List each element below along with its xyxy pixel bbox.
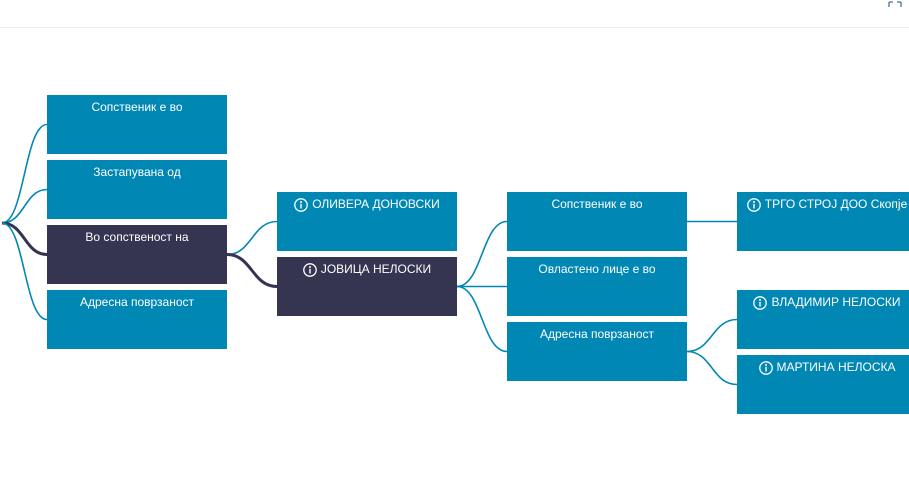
tree-node-label: ТРГО СТРОЈ ДОО Скопје — [764, 197, 908, 211]
tree-node-label: Застапувана од — [93, 165, 181, 179]
info-circle-icon — [758, 360, 773, 375]
tree-node-header: Адресна поврзаност — [47, 295, 227, 310]
tree-node-јовица-нелоски[interactable]: ЈОВИЦА НЕЛОСКИ — [277, 257, 457, 316]
tree-node-header: ЈОВИЦА НЕЛОСКИ — [277, 262, 457, 277]
top-toolbar — [0, 0, 909, 28]
tree-node-header: Во сопственост на — [47, 230, 227, 245]
tree-link — [1, 222, 48, 321]
tree-node-застапувана-од[interactable]: Застапувана од — [47, 160, 227, 219]
tree-node-label: МАРТИНА НЕЛОСКА — [776, 360, 896, 374]
tree-link — [686, 318, 738, 353]
fullscreen-icon[interactable] — [887, 0, 903, 12]
tree-node-label: Сопственик е во — [551, 197, 643, 211]
info-circle-icon — [746, 197, 761, 212]
tree-node-сопственик-е-во[interactable]: Сопственик е во — [507, 192, 687, 251]
tree-node-header: ТРГО СТРОЈ ДОО Скопје — [737, 197, 909, 212]
tree-node-label: ЈОВИЦА НЕЛОСКИ — [320, 262, 432, 276]
tree-link-selected — [226, 253, 278, 288]
tree-node-header: Адресна поврзаност — [507, 327, 687, 342]
tree-node-владимир-нелоски[interactable]: ВЛАДИМИР НЕЛОСКИ — [737, 290, 909, 349]
tree-node-сопственик-е-во[interactable]: Сопственик е во — [47, 95, 227, 154]
tree-link — [456, 285, 508, 353]
tree-node-label: Сопственик е во — [91, 100, 183, 114]
tree-node-label: Во сопственост на — [85, 230, 189, 244]
tree-node-во-сопственост-на[interactable]: Во сопственост на — [47, 225, 227, 284]
tree-node-header: Сопственик е во — [507, 197, 687, 212]
tree-node-адресна-поврзаност[interactable]: Адресна поврзаност — [47, 290, 227, 349]
tree-node-header: Застапувана од — [47, 165, 227, 180]
tree-node-header: Сопственик е во — [47, 100, 227, 115]
tree-link — [1, 188, 48, 224]
tree-node-трго-строј-доо-скопје[interactable]: ТРГО СТРОЈ ДОО Скопје — [737, 192, 909, 251]
tree-node-овластено-лице-е-во[interactable]: Овластено лице е во — [507, 257, 687, 316]
tree-node-мартина-нелоска[interactable]: МАРТИНА НЕЛОСКА — [737, 355, 909, 414]
tree-node-label: Адресна поврзаност — [539, 327, 655, 341]
tree-node-header: ВЛАДИМИР НЕЛОСКИ — [737, 295, 909, 310]
tree-node-label: Овластено лице е во — [538, 262, 656, 276]
tree-node-header: ОЛИВЕРА ДОНОВСКИ — [277, 197, 457, 212]
tree-link — [686, 350, 738, 386]
tree-node-адресна-поврзаност[interactable]: Адресна поврзаност — [507, 322, 687, 381]
tree-node-label: Адресна поврзаност — [79, 295, 195, 309]
tree-link — [1, 123, 48, 224]
tree-node-label: ВЛАДИМИР НЕЛОСКИ — [771, 295, 901, 309]
tree-link-selected — [1, 221, 48, 256]
info-circle-icon — [302, 262, 317, 277]
tree-link — [226, 220, 278, 256]
info-circle-icon — [294, 197, 309, 212]
tree-node-оливера-доновски[interactable]: ОЛИВЕРА ДОНОВСКИ — [277, 192, 457, 251]
tree-node-label: ОЛИВЕРА ДОНОВСКИ — [312, 197, 440, 211]
tree-link — [456, 220, 508, 288]
tree-node-header: МАРТИНА НЕЛОСКА — [737, 360, 909, 375]
info-circle-icon — [753, 295, 768, 310]
tree-node-header: Овластено лице е во — [507, 262, 687, 277]
